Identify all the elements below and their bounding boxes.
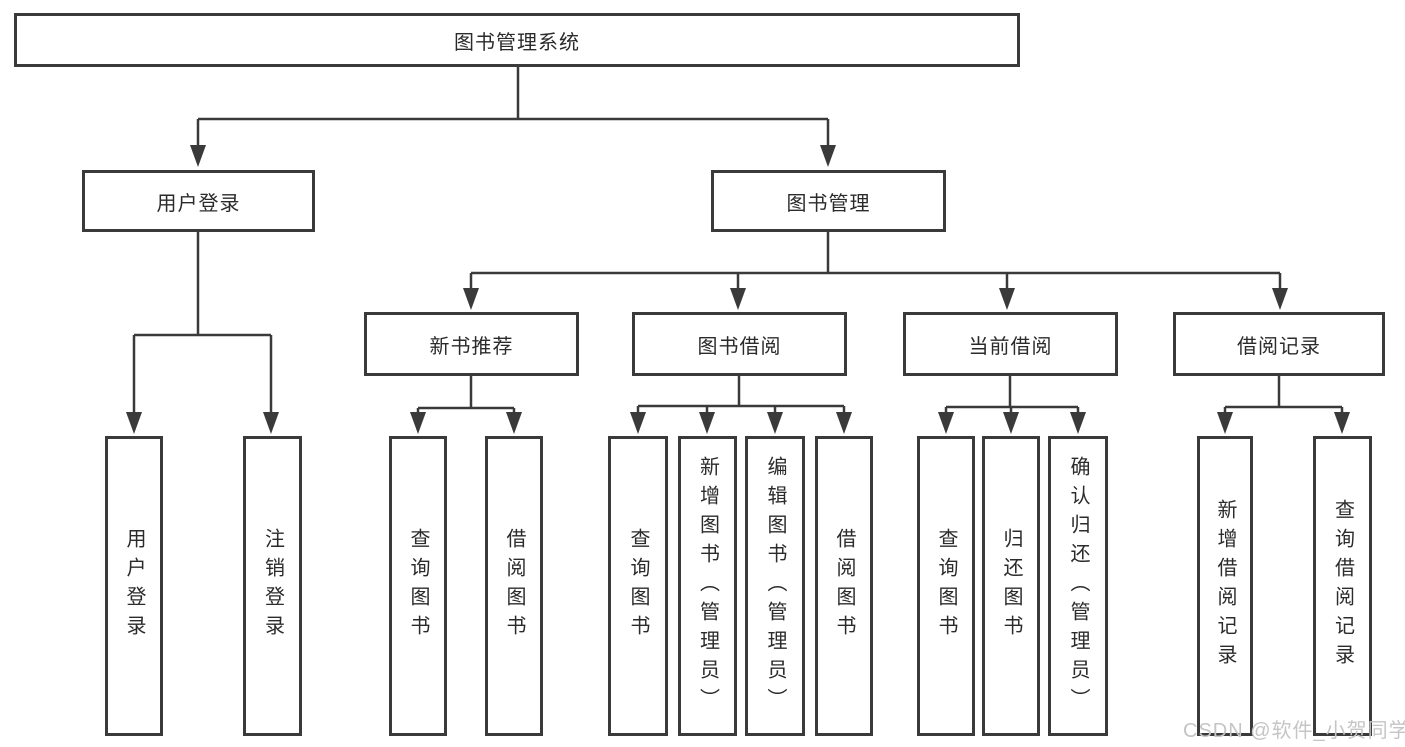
node-new-book-recommend: 新书推荐 [364, 312, 579, 376]
node-recommend-borrow-books: 借阅图书 [485, 436, 543, 736]
node-borrowing-borrow-books: 借阅图书 [815, 436, 873, 736]
node-current-borrowing: 当前借阅 [903, 312, 1118, 376]
node-borrowing-add-books-admin: 新增图书（管理员） [678, 436, 737, 736]
node-records-query-record: 查询借阅记录 [1313, 436, 1372, 736]
node-user-login-group: 用户登录 [82, 170, 315, 232]
node-borrowing-records: 借阅记录 [1173, 312, 1385, 376]
node-records-add-record: 新增借阅记录 [1197, 436, 1253, 736]
node-borrowing-query-books: 查询图书 [608, 436, 668, 736]
watermark: CSDN @软件_小贺同学 [1183, 720, 1405, 742]
node-library-management-system: 图书管理系统 [14, 13, 1020, 67]
node-book-management: 图书管理 [711, 170, 946, 232]
node-borrowing-edit-books-admin: 编辑图书（管理员） [745, 436, 805, 736]
node-current-confirm-return-admin: 确认归还（管理员） [1048, 436, 1108, 736]
arrowheads [126, 145, 1350, 434]
node-recommend-query-books: 查询图书 [389, 436, 447, 736]
node-logout-login: 注销登录 [243, 436, 302, 736]
node-book-borrowing: 图书借阅 [632, 312, 847, 376]
node-current-return-books: 归还图书 [982, 436, 1040, 736]
node-user-login: 用户登录 [105, 436, 163, 736]
node-current-query-books: 查询图书 [917, 436, 975, 736]
